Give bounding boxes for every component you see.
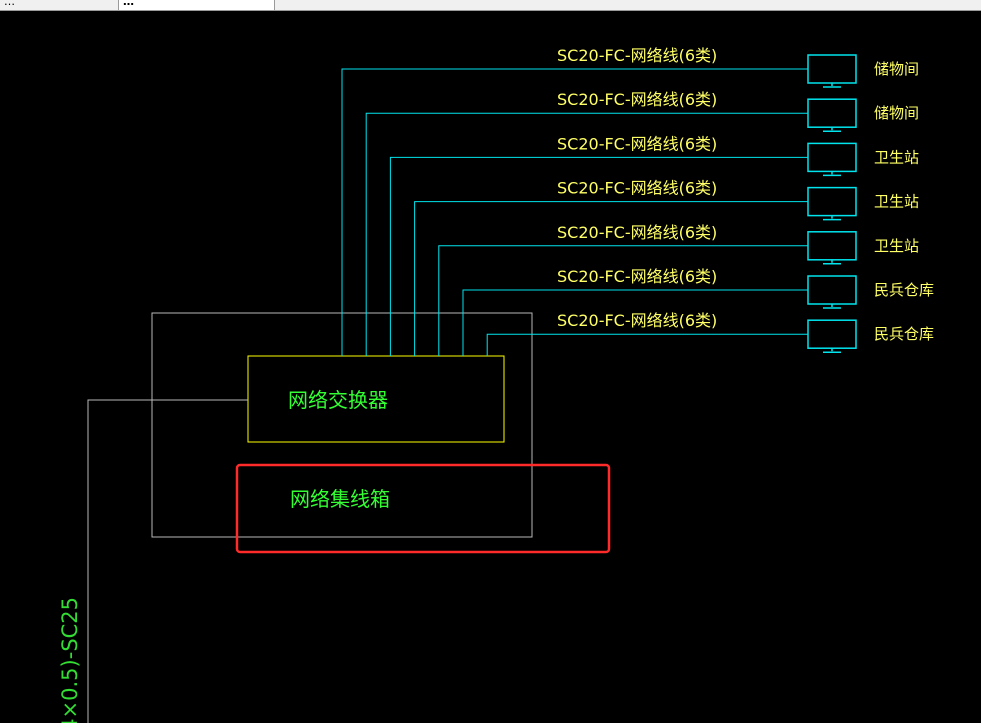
monitor-screen-shape: [807, 98, 857, 128]
selection-highlight-rectangle: [235, 463, 611, 554]
room-label: 民兵仓库: [874, 325, 934, 343]
cable-label: SC20-FC-网络线(6类): [557, 311, 717, 330]
cable-label: SC20-FC-网络线(6类): [557, 46, 717, 65]
room-label: 卫生站: [874, 237, 919, 255]
document-tab-2-active[interactable]: …: [118, 0, 275, 10]
monitor-screen-shape: [807, 319, 857, 349]
room-label: 储物间: [874, 104, 919, 122]
room-label: 卫生站: [874, 193, 919, 211]
document-tab-1[interactable]: …: [0, 0, 118, 10]
document-tab-bar: … …: [0, 0, 981, 11]
monitor-icon[interactable]: [807, 98, 857, 132]
room-label: 储物间: [874, 60, 919, 78]
cable-label: SC20-FC-网络线(6类): [557, 90, 717, 109]
monitor-screen-shape: [807, 142, 857, 173]
monitor-icon[interactable]: [807, 142, 857, 177]
feed-cable-label: (4×0.5)-SC25: [58, 597, 82, 723]
room-label: 民兵仓库: [874, 281, 934, 299]
monitor-icon[interactable]: [807, 231, 857, 265]
monitor-icon[interactable]: [807, 275, 857, 309]
monitor-screen-shape: [807, 54, 857, 84]
cable-label: SC20-FC-网络线(6类): [557, 134, 717, 153]
monitor-icon[interactable]: [807, 186, 857, 221]
feed-cable-line[interactable]: [87, 399, 248, 723]
cable-run-line[interactable]: [389, 156, 808, 356]
monitor-screen-shape: [807, 231, 857, 261]
outlet-group: SC20-FC-网络线(6类) 储物间 SC20-FC-网络线(6类) 储物间 SC20…: [341, 46, 934, 356]
cable-label: SC20-FC-网络线(6类): [557, 267, 717, 286]
monitor-icon[interactable]: [807, 319, 857, 353]
cable-run-line[interactable]: [486, 333, 808, 356]
cable-label: SC20-FC-网络线(6类): [557, 223, 717, 242]
cable-run-line[interactable]: [462, 289, 808, 356]
cable-run-line[interactable]: [341, 68, 808, 356]
monitor-screen-shape: [807, 275, 857, 305]
cable-run-line[interactable]: [414, 201, 808, 356]
cable-run-line[interactable]: [438, 245, 808, 356]
network-cabinet-label: 网络集线箱: [290, 487, 390, 511]
cable-label: SC20-FC-网络线(6类): [557, 179, 717, 198]
network-switch-label: 网络交换器: [288, 388, 388, 412]
cable-run-line[interactable]: [365, 112, 808, 356]
room-label: 卫生站: [874, 148, 919, 166]
monitor-icon[interactable]: [807, 54, 857, 88]
monitor-screen-shape: [807, 186, 857, 217]
network-switch-outline[interactable]: [247, 355, 505, 443]
